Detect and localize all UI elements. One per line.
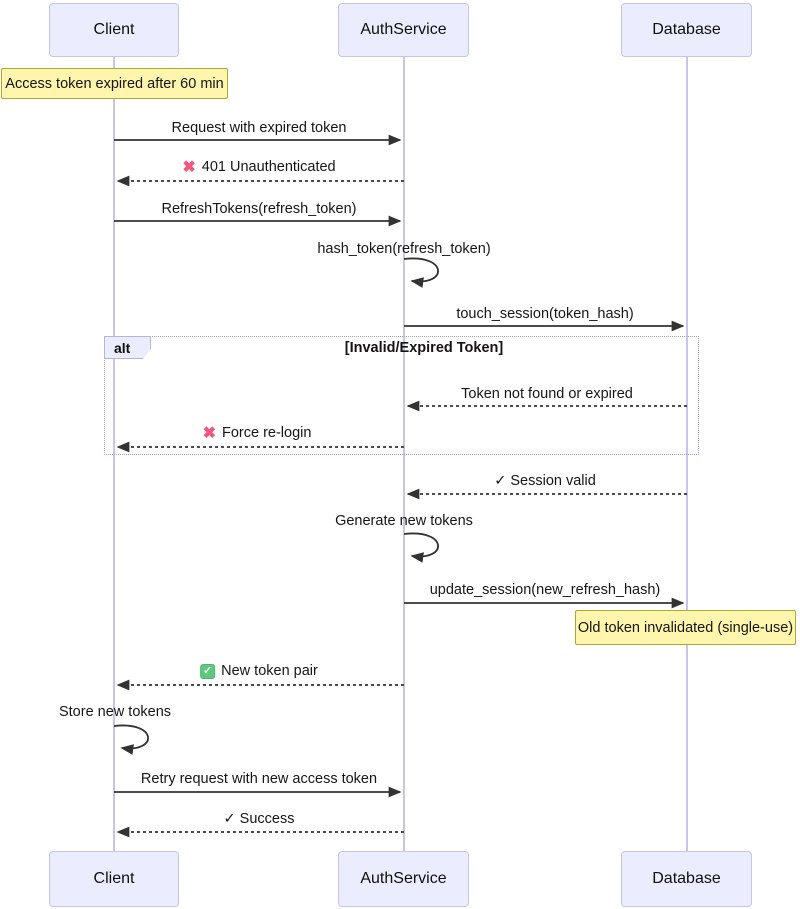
actor-authservice-bottom: AuthService bbox=[338, 851, 469, 907]
actor-database-top: Database bbox=[621, 3, 752, 57]
message-label: ✓ Session valid bbox=[494, 472, 596, 491]
cross-mark-icon: ✖ bbox=[202, 424, 216, 442]
note-text: Access token expired after 60 min bbox=[5, 75, 224, 92]
message-label: ✖ 401 Unauthenticated bbox=[182, 158, 335, 177]
cross-mark-icon: ✖ bbox=[182, 158, 196, 176]
message-label: ✓ Success bbox=[224, 810, 295, 829]
alt-fragment-condition: [Invalid/Expired Token] bbox=[345, 340, 503, 356]
message-label: ✓ New token pair bbox=[200, 662, 318, 681]
message-label: hash_token(refresh_token) bbox=[317, 240, 490, 259]
message-text: 401 Unauthenticated bbox=[201, 159, 336, 175]
actor-client-bottom: Client bbox=[49, 851, 179, 907]
actor-label: Client bbox=[93, 870, 135, 887]
message-text: Store new tokens bbox=[58, 704, 172, 720]
alt-condition-text: [Invalid/Expired Token] bbox=[344, 340, 504, 356]
message-text: touch_session(token_hash) bbox=[456, 306, 634, 322]
message-text: Token not found or expired bbox=[461, 386, 633, 402]
message-label: update_session(new_refresh_hash) bbox=[430, 581, 661, 600]
message-label: Request with expired token bbox=[172, 119, 347, 138]
message-label: Store new tokens bbox=[59, 703, 171, 722]
message-text: ✓ Session valid bbox=[494, 473, 596, 489]
message-text: hash_token(refresh_token) bbox=[317, 241, 491, 257]
message-text: ✓ Success bbox=[223, 811, 295, 827]
note-old-token-invalidated: Old token invalidated (single-use) bbox=[575, 610, 796, 645]
selfloop-hash-token bbox=[403, 257, 439, 288]
alt-fragment-box bbox=[104, 336, 699, 455]
alt-label-text: alt bbox=[114, 339, 131, 356]
message-text: RefreshTokens(refresh_token) bbox=[161, 201, 357, 217]
message-label: Retry request with new access token bbox=[141, 770, 377, 789]
message-text: update_session(new_refresh_hash) bbox=[429, 582, 661, 598]
alt-fragment-label: alt bbox=[104, 336, 151, 359]
actor-label: Database bbox=[652, 870, 721, 887]
actor-label: Database bbox=[652, 21, 721, 38]
message-text: Force re-login bbox=[221, 425, 312, 441]
message-label: touch_session(token_hash) bbox=[456, 305, 633, 324]
message-text: Generate new tokens bbox=[335, 513, 473, 529]
message-text: Request with expired token bbox=[171, 120, 347, 136]
selfloop-generate-tokens bbox=[403, 532, 439, 563]
actor-database-bottom: Database bbox=[621, 851, 752, 907]
check-mark-button-icon: ✓ bbox=[200, 664, 216, 679]
note-text: Old token invalidated (single-use) bbox=[577, 619, 794, 636]
actor-client-top: Client bbox=[49, 3, 179, 57]
message-label: RefreshTokens(refresh_token) bbox=[161, 200, 356, 219]
message-text: New token pair bbox=[221, 663, 318, 679]
actor-authservice-top: AuthService bbox=[338, 3, 469, 57]
message-label: Generate new tokens bbox=[335, 512, 473, 531]
message-text: Retry request with new access token bbox=[140, 771, 378, 787]
note-token-expired: Access token expired after 60 min bbox=[1, 68, 228, 99]
message-label: ✖ Force re-login bbox=[203, 424, 312, 443]
selfloop-store-tokens bbox=[113, 724, 149, 755]
actor-label: Client bbox=[93, 21, 135, 38]
actor-label: AuthService bbox=[360, 21, 447, 38]
actor-label: AuthService bbox=[360, 870, 447, 887]
message-label: Token not found or expired bbox=[461, 385, 633, 404]
